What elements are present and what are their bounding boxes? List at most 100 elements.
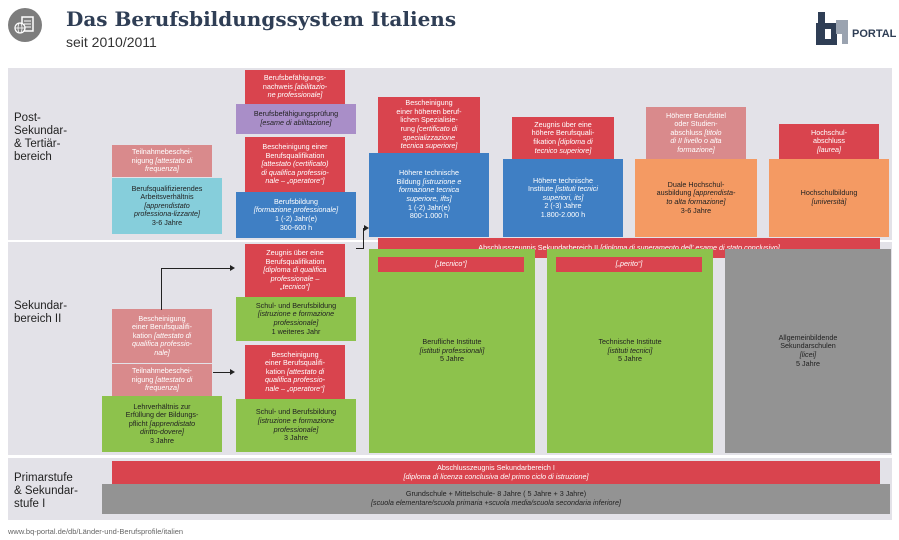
page-title: Das Berufsbildungssystem Italiens — [66, 7, 457, 31]
zeugnis-bq-tecnico-box: Zeugnis über eine Berufsqualifikation [d… — [245, 244, 345, 297]
befaehigungspruefung-box: Berufsbefähigungsprüfung [esame di abili… — [236, 104, 356, 134]
box-text: Duale Hochschul- ausbildung — [656, 179, 725, 198]
box-italic-text: [istruzione e formazione professionale] — [257, 415, 335, 434]
box-duration-text: 1 weiteres Jahr — [271, 326, 321, 336]
arrow-right-icon — [364, 225, 369, 231]
box-text: Berufsbildung — [274, 196, 318, 206]
hoehere-tech-bildung-box: Höhere technische Bildung [istruzione e … — [369, 153, 489, 237]
connector-line — [356, 248, 364, 249]
box-text: Zeugnis über eine höhere Berufsquali- fi… — [531, 119, 595, 146]
box-duration-text: 3 Jahre — [284, 433, 308, 443]
connector-line — [363, 228, 364, 249]
band-label-post: Post- Sekundar- & Tertiär- bereich — [14, 112, 68, 163]
logo-text: PORTAL — [852, 28, 897, 40]
hochschulabschluss-box: Hochschul- abschluss [laurea] — [779, 124, 879, 159]
bq-logo-mark-icon — [816, 12, 848, 45]
box-italic-text: [attestato di frequenza] — [145, 155, 193, 174]
box-duration-text: 2 (-3) Jahre 1.800-2.000 h — [540, 201, 586, 219]
box-italic-text: [diploma di qualifica professionale – „t… — [263, 265, 327, 292]
box-italic-text: [laurea] — [817, 144, 841, 154]
box-text: Teilnahmebeschei- nigung — [131, 147, 192, 165]
source-footer: www.bq-portal.de/db/Länder-und-Berufspro… — [8, 527, 184, 536]
berufsbildung-box: Berufsbildung [formazione professionale]… — [236, 192, 356, 238]
box-text: Höherer Berufstitel oder Studien- abschl… — [666, 110, 726, 137]
connector-line — [161, 268, 162, 310]
box-text: Bescheinigung einer höheren beruf- liche… — [396, 98, 462, 133]
page-subtitle: seit 2010/2011 — [66, 34, 157, 50]
box-text: Lehrverhältnis zur Erfüllung der Bildung… — [125, 401, 199, 428]
box-text: Allgemeinbildende Sekundarschulen — [778, 332, 838, 351]
befaehigungsnachweis-box: Berufsbefähigungs- nachweis [abilitazio-… — [245, 70, 345, 104]
box-text: Teilnahmebeschei- nigung — [131, 366, 192, 384]
box-text: Grundschule + Mittelschule- 8 Jahre ( 5 … — [405, 489, 587, 499]
berufliche-institute-box: Berufliche Institute [istituti professio… — [369, 249, 535, 453]
globe-document-icon — [14, 16, 34, 34]
box-text: Berufsbefähigungsprüfung — [253, 109, 339, 119]
box-text: Schul- und Berufsbildung — [255, 300, 337, 310]
connector-line — [213, 372, 231, 373]
box-text: Bescheinigung einer Berufsqualifikation — [262, 142, 328, 160]
box-duration-text: 5 Jahre — [618, 354, 642, 364]
band-label-prim: Primarstufe & Sekundar- stufe I — [14, 472, 78, 510]
box-text: Berufsbefähigungs- nachweis — [262, 73, 327, 91]
box-italic-text: [attestato di frequenza] — [145, 374, 193, 393]
box-text: Abschlusszeugnis Sekundarbereich I — [437, 462, 555, 472]
box-italic-text: [licei] — [799, 350, 817, 359]
teilnahme-sek2-box: Teilnahmebeschei- nigung [attestato di f… — [112, 364, 212, 396]
box-italic-text: [„tecnico“] — [435, 259, 467, 269]
box-italic-text: [apprendistato diritto-dovere] — [140, 418, 196, 437]
perito-box: [„perito“] — [556, 257, 702, 272]
box-italic-text: [apprendista- to alta formazione] — [666, 188, 736, 206]
box-italic-text: [attestato di qualifica professio- nale … — [265, 366, 325, 393]
header-icon — [8, 8, 42, 42]
box-duration-text: 5 Jahre — [796, 358, 820, 368]
lehrverhaeltnis-box: Lehrverhältnis zur Erfüllung der Bildung… — [102, 396, 222, 452]
connector-line — [161, 268, 231, 269]
arrow-right-icon — [230, 369, 235, 375]
tecnico-box: [„tecnico“] — [378, 257, 524, 272]
grundschule-box: Grundschule + Mittelschule- 8 Jahre ( 5 … — [102, 484, 890, 514]
abschluss-sek1-box: Abschlusszeugnis Sekundarbereich I [dipl… — [112, 461, 880, 484]
schul-beruf-3-box: Schul- und Berufsbildung [istruzione e f… — [236, 399, 356, 452]
box-italic-text: [formazione professionale] — [253, 205, 339, 215]
hoehere-institute-box: Höhere technische Institute [istituti te… — [503, 159, 623, 237]
box-text: Technische Institute — [598, 337, 662, 347]
box-italic-text: [scuola elementare/scuola primaria +scuo… — [371, 498, 621, 507]
box-text: Höhere technische Bildung — [396, 168, 459, 186]
box-text: Hochschulbildung — [800, 188, 858, 198]
box-italic-text: [attestato (certificato) di qualifica pr… — [261, 159, 329, 186]
band-label-sek2: Sekundar- bereich II — [14, 300, 68, 325]
box-italic-text: [certificato di specializzazione tecnica… — [400, 124, 458, 151]
box-italic-text: [apprendistato professiona-lizzante] — [134, 200, 200, 219]
teilnahme-post-box: Teilnahmebeschei- nigung [attestato di f… — [112, 145, 212, 177]
box-italic-text: [esame di abilitazione] — [260, 118, 332, 127]
box-text: Bescheinigung einer Berufsqualifi- katio… — [265, 349, 325, 376]
box-text: Schul- und Berufsbildung — [255, 407, 337, 417]
bq-sek2-left-box: Bescheinigung einer Berufsqualifi- katio… — [112, 309, 212, 363]
box-duration-text: 3 Jahre — [150, 435, 174, 445]
box-italic-text: [diploma di superamento dell' esame di s… — [600, 242, 780, 252]
box-italic-text: [attestato di qualifica professio- nale] — [132, 330, 192, 357]
box-duration-text: 3-6 Jahre — [680, 205, 712, 215]
bq-post-box: Bescheinigung einer Berufsqualifikation … — [245, 137, 345, 192]
box-italic-text: [istituti professionali] — [419, 345, 485, 355]
box-italic-text: [istruzione e formazione tecnica superio… — [398, 176, 462, 203]
box-italic-text: [istituti tecnici] — [607, 345, 653, 355]
box-text: Berufsqualifizierendes Arbeitsverhältnis — [131, 183, 203, 202]
spezialisierung-cert-box: Bescheinigung einer höheren beruf- liche… — [378, 97, 480, 153]
box-italic-text: [titolo di II livello o alta formazione] — [670, 127, 722, 154]
box-text: Bescheinigung einer Berufsqualifi- katio… — [132, 313, 192, 340]
technische-institute-box: Technische Institute [istituti tecnici] … — [547, 249, 713, 453]
allgemeinbildende-box: Allgemeinbildende Sekundarschulen [licei… — [725, 249, 891, 453]
box-italic-text: [istruzione e formazione professionale] — [257, 309, 335, 327]
hoeherer-berufstitel-box: Höherer Berufstitel oder Studien- abschl… — [646, 107, 746, 159]
bq-portal-logo: PORTAL — [816, 12, 899, 48]
box-text: Abschlusszeugnis Sekundarbereich II — [478, 242, 601, 252]
box-text: Höhere technische Institute — [528, 175, 593, 194]
hochschulbildung-box: Hochschulbildung [università] — [769, 159, 889, 237]
bq-operatore-box: Bescheinigung einer Berufsqualifi- katio… — [245, 345, 345, 399]
box-duration-text: 1 (-2) Jahr(e) 800-1.000 h — [408, 202, 450, 221]
duale-hochschul-box: Duale Hochschul- ausbildung [apprendista… — [635, 159, 757, 237]
box-text: Zeugnis über eine Berufsqualifikation — [265, 248, 325, 266]
box-italic-text: [istituti tecnici superiori, its] — [542, 184, 598, 202]
